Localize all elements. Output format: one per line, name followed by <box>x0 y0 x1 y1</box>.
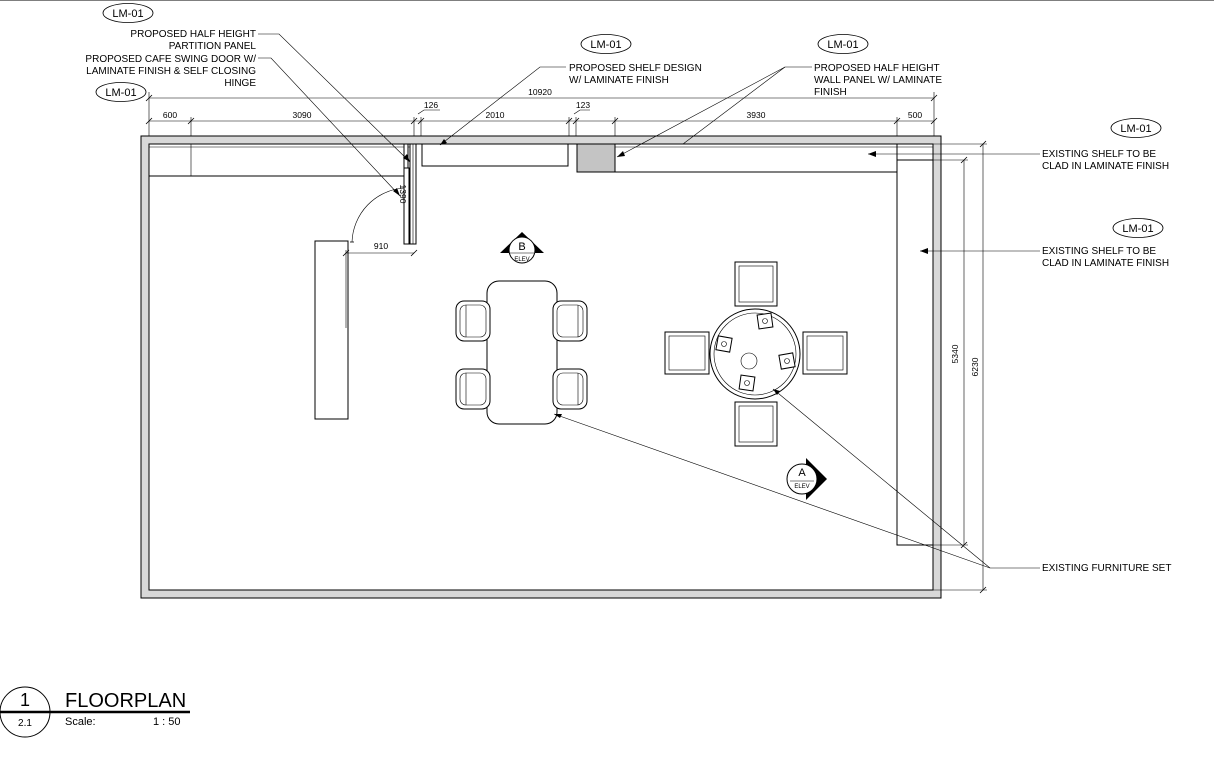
dim-123: 123 <box>576 100 590 110</box>
svg-text:W/ LAMINATE FINISH: W/ LAMINATE FINISH <box>569 75 669 86</box>
rectangular-table-set <box>455 280 588 425</box>
svg-text:CLAD IN LAMINATE FINISH: CLAD IN LAMINATE FINISH <box>1042 258 1169 269</box>
note-wall-panel: PROPOSED HALF HEIGHT WALL PANEL W/ LAMIN… <box>814 63 942 98</box>
chair <box>455 368 491 410</box>
tag-lm01-shelf-top: LM-01 <box>1110 118 1162 138</box>
svg-text:PROPOSED CAFE SWING DOOR W/: PROPOSED CAFE SWING DOOR W/ <box>85 54 256 65</box>
dim-910: 910 <box>374 241 388 251</box>
svg-text:LM-01: LM-01 <box>590 39 621 51</box>
svg-text:LM-01: LM-01 <box>827 39 858 51</box>
note-partition-panel: PROPOSED HALF HEIGHT PARTITION PANEL <box>130 29 256 52</box>
shelf-right <box>896 159 934 546</box>
elev-b-label: ELEV <box>514 257 529 263</box>
svg-text:PROPOSED HALF HEIGHT: PROPOSED HALF HEIGHT <box>814 63 940 74</box>
counter-left <box>314 240 349 420</box>
elevation-marker-b: B ELEV <box>500 232 544 264</box>
chair <box>552 368 588 410</box>
view-number: 1 <box>20 690 30 710</box>
svg-text:LAMINATE FINISH & SELF CLOSING: LAMINATE FINISH & SELF CLOSING <box>86 66 256 77</box>
svg-text:LM-01: LM-01 <box>112 8 143 20</box>
svg-text:FINISH: FINISH <box>814 87 847 98</box>
svg-text:LM-01: LM-01 <box>1122 223 1153 235</box>
drawing-title: FLOORPLAN <box>65 690 186 712</box>
tag-lm01-left: LM-01 <box>95 82 147 102</box>
scale-label: Scale: <box>65 716 96 728</box>
dim-500: 500 <box>908 110 922 120</box>
chair <box>552 300 588 342</box>
tag-lm01-shelf-design: LM-01 <box>580 34 632 54</box>
chair <box>455 300 491 342</box>
round-table-set <box>664 261 848 447</box>
shelf-top-right <box>614 143 898 173</box>
scale-value: 1 : 50 <box>153 716 181 728</box>
proposed-shelf-design <box>421 143 569 167</box>
note-shelf-design: PROPOSED SHELF DESIGN W/ LAMINATE FINISH <box>569 63 702 86</box>
sheet-number: 2.1 <box>18 718 32 729</box>
armchair <box>734 401 778 447</box>
dim-3930: 3930 <box>747 110 766 120</box>
note-shelf-right: EXISTING SHELF TO BE CLAD IN LAMINATE FI… <box>1042 246 1169 269</box>
dim-6230: 6230 <box>970 357 980 376</box>
tag-lm01-wall-panel: LM-01 <box>817 34 869 54</box>
dim-total: 10920 <box>528 87 552 97</box>
note-shelf-top: EXISTING SHELF TO BE CLAD IN LAMINATE FI… <box>1042 149 1169 172</box>
dim-600: 600 <box>163 110 177 120</box>
cafe-swing-door <box>350 167 410 245</box>
dim-126: 126 <box>424 100 438 110</box>
elev-b-letter: B <box>518 241 525 253</box>
dimension-lines <box>145 92 987 594</box>
tag-lm01-top-left: LM-01 <box>102 3 154 23</box>
dim-5340: 5340 <box>950 344 960 363</box>
svg-text:HINGE: HINGE <box>224 78 256 89</box>
svg-text:LM-01: LM-01 <box>1120 123 1151 135</box>
armchair <box>734 261 778 307</box>
svg-text:EXISTING SHELF TO BE: EXISTING SHELF TO BE <box>1042 246 1156 257</box>
armchair <box>664 331 710 375</box>
svg-text:WALL PANEL W/ LAMINATE: WALL PANEL W/ LAMINATE <box>814 75 942 86</box>
svg-text:PROPOSED SHELF DESIGN: PROPOSED SHELF DESIGN <box>569 63 702 74</box>
svg-text:PROPOSED HALF HEIGHT: PROPOSED HALF HEIGHT <box>130 29 256 40</box>
shelf-top-left <box>148 143 411 177</box>
svg-text:LM-01: LM-01 <box>105 87 136 99</box>
elevation-marker-a: A ELEV <box>786 458 827 500</box>
svg-text:EXISTING SHELF TO BE: EXISTING SHELF TO BE <box>1042 149 1156 160</box>
grey-wall-panel <box>576 143 616 173</box>
elev-a-label: ELEV <box>794 484 809 490</box>
dim-3090: 3090 <box>293 110 312 120</box>
note-furniture: EXISTING FURNITURE SET <box>1042 563 1171 574</box>
leader-arrowheads <box>393 139 928 418</box>
svg-text:CLAD IN LAMINATE FINISH: CLAD IN LAMINATE FINISH <box>1042 161 1169 172</box>
elev-a-letter: A <box>798 467 806 479</box>
dim-1390: 1390 <box>398 185 408 204</box>
armchair <box>802 331 848 375</box>
title-block: 1 2.1 FLOORPLAN Scale: 1 : 50 <box>0 686 190 738</box>
leader-lines <box>258 33 1040 569</box>
svg-text:PARTITION PANEL: PARTITION PANEL <box>169 41 257 52</box>
dim-2010: 2010 <box>486 110 505 120</box>
note-swing-door: PROPOSED CAFE SWING DOOR W/ LAMINATE FIN… <box>85 54 256 89</box>
tag-lm01-shelf-right: LM-01 <box>1112 218 1164 238</box>
